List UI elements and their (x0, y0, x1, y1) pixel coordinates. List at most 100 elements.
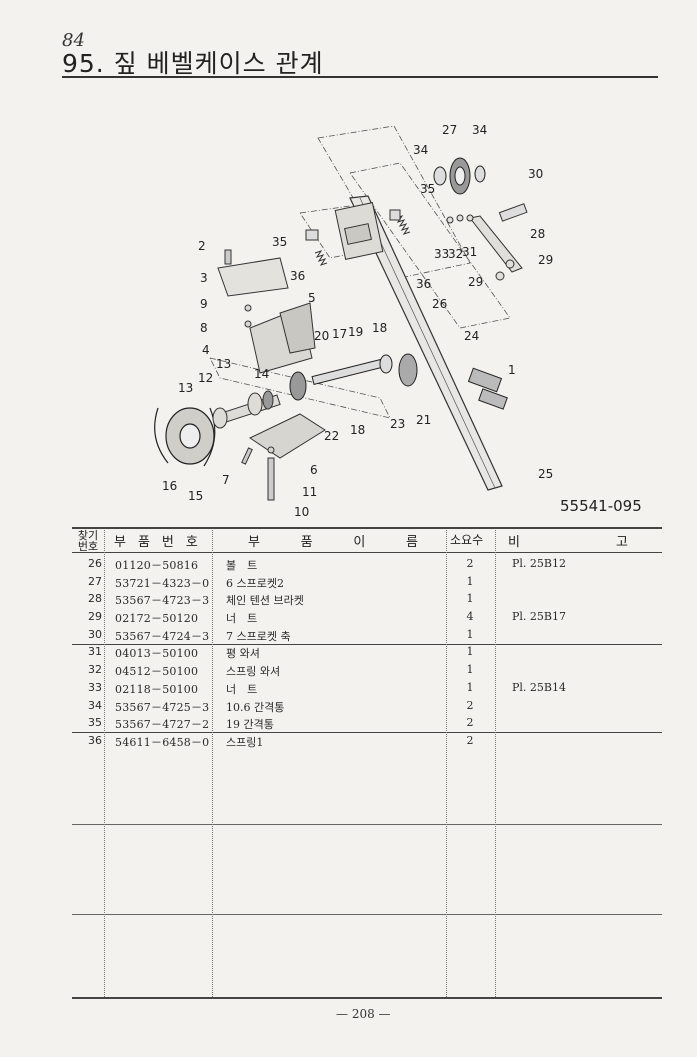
header-quantity: 소요수 (450, 533, 484, 547)
callout-21: 21 (416, 413, 431, 427)
page-title: 95. 짚 베벨케이스 관계 (62, 49, 324, 78)
part-find-number: 32 (88, 663, 102, 677)
part-name: 평 와셔 (226, 647, 260, 661)
title-underline (62, 76, 658, 78)
spacer-34-b (474, 165, 486, 183)
callout-15: 15 (188, 489, 203, 503)
callout-7: 7 (222, 473, 230, 487)
chain-tension-bracket (469, 215, 523, 273)
part-number: 53567－4724－3 (115, 629, 210, 643)
callout-24: 24 (464, 329, 479, 343)
spacer-35-upper (389, 209, 401, 221)
part-remarks: Pl. 25B12 (512, 557, 566, 570)
belt-16 (154, 407, 216, 467)
callout-12: 12 (198, 371, 213, 385)
callout-3: 3 (200, 271, 208, 285)
part-find-number: 27 (88, 574, 102, 588)
callout-28: 28 (530, 227, 545, 241)
nut-29-a (495, 271, 505, 281)
table-row: 32 04512－50100 스프링 와셔 1 (72, 662, 662, 680)
column-divider (212, 530, 213, 997)
bevel-gear-22 (289, 371, 307, 401)
part-number: 53567－4723－3 (115, 594, 210, 608)
washer-9 (244, 304, 252, 312)
callout-31: 31 (462, 245, 477, 259)
part-number: 04512－50100 (115, 665, 199, 679)
table-row: 36 54611－6458－0 스프링1 2 (72, 733, 662, 751)
callout-1: 1 (508, 363, 516, 377)
part-name: 10.6 간격통 (226, 700, 285, 714)
part-number: 54611－6458－0 (115, 735, 210, 749)
part-quantity: 1 (466, 645, 474, 659)
callout-4: 4 (202, 343, 210, 357)
drive-shaft-17 (311, 359, 383, 385)
callout-34: 34 (413, 143, 428, 157)
spacer-35-left (305, 229, 319, 241)
header-char: 이 (353, 535, 366, 550)
callout-35: 35 (272, 235, 287, 249)
callout-13: 13 (216, 357, 231, 371)
bolt-2 (224, 249, 232, 265)
part-number: 02118－50100 (115, 682, 199, 696)
part-remarks: Pl. 25B17 (512, 610, 566, 624)
bevel-case-body (349, 195, 503, 491)
table-bottom-rule (72, 997, 662, 999)
callout-10: 10 (294, 505, 309, 518)
callout-36: 36 (290, 269, 305, 283)
callout-32: 32 (448, 247, 463, 261)
header-char: 품 (300, 535, 313, 550)
part-find-number: 26 (88, 557, 102, 570)
part-quantity: 2 (466, 733, 474, 747)
bracket-plate-3 (217, 257, 289, 297)
part-find-number: 31 (88, 645, 102, 659)
header-find-number: 찾기 번호 (77, 529, 99, 553)
gear-14 (262, 390, 274, 410)
callout-36: 36 (416, 277, 431, 291)
callout-29: 29 (538, 253, 553, 267)
part-name: 너 트 (226, 682, 258, 696)
part-name: 7 스프로켓 축 (226, 629, 291, 643)
callout-30: 30 (528, 167, 543, 181)
page-number: — 208 — (336, 1007, 391, 1021)
part-quantity: 2 (466, 557, 474, 570)
part-quantity: 1 (466, 663, 474, 677)
part-remarks: Pl. 25B14 (512, 680, 566, 694)
callout-20: 20 (314, 329, 329, 343)
roller-chain-1 (467, 367, 503, 393)
callout-19: 19 (348, 325, 363, 339)
part-number: 01120－50816 (115, 559, 199, 572)
part-name: 스프링1 (226, 735, 264, 749)
figure-code: 55541-095 (560, 497, 642, 515)
table-top-rule (72, 527, 662, 529)
part-number: 53567－4727－2 (115, 718, 210, 732)
part-number: 53567－4725－3 (115, 700, 210, 714)
callout-23: 23 (390, 417, 405, 431)
washer-8 (244, 320, 252, 328)
header-char: 비 (508, 535, 520, 550)
header-part-number: 부품번호 (114, 535, 210, 550)
callout-25: 25 (538, 467, 553, 481)
table-group-rule (72, 732, 662, 733)
table-empty-rule (72, 914, 662, 915)
table-empty-rule (72, 824, 662, 825)
part-name: 19 간격통 (226, 718, 274, 732)
callout-26: 26 (432, 297, 447, 311)
pin-7 (241, 447, 253, 465)
sprocket-shaft-30 (498, 203, 528, 222)
callout-14: 14 (254, 367, 269, 381)
column-divider (495, 530, 496, 997)
part-find-number: 36 (88, 733, 102, 747)
callout-8: 8 (200, 321, 208, 335)
callout-33: 33 (434, 247, 449, 261)
nut-11 (267, 446, 275, 454)
part-name: 스프링 와셔 (226, 665, 281, 679)
callout-18: 18 (372, 321, 387, 335)
header-char: 고 (616, 535, 628, 550)
lower-support-6 (248, 413, 326, 459)
